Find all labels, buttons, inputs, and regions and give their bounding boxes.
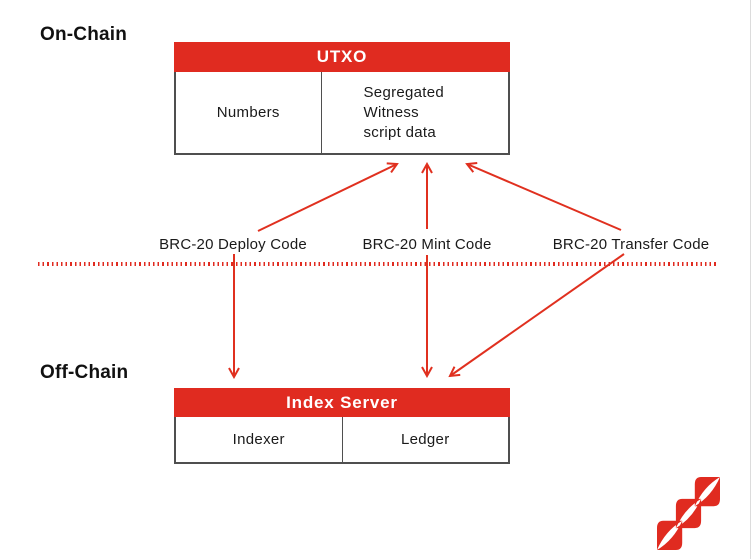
utxo-cell-numbers: Numbers xyxy=(216,104,280,121)
arrow-transfer-to-utxo xyxy=(467,164,622,231)
brand-logo-icon xyxy=(657,477,720,550)
index-server-box: Index Server Indexer Ledger xyxy=(174,388,510,464)
arrow-deploy-to-utxo xyxy=(257,164,397,232)
brc20-transfer-code-label: BRC-20 Transfer Code xyxy=(552,236,710,253)
segwit-line-2: Witness xyxy=(363,103,419,121)
utxo-box-title: UTXO xyxy=(174,42,510,72)
index-cell-indexer: Indexer xyxy=(232,431,285,448)
index-server-box-title: Index Server xyxy=(174,388,510,417)
segwit-line-1: Segregated xyxy=(363,83,445,101)
segwit-line-3: script data xyxy=(363,123,436,141)
segwit-script-data-text: Segregated Witness script data xyxy=(364,83,445,143)
on-chain-label: On-Chain xyxy=(40,24,128,45)
utxo-box: UTXO Numbers Segregated Witness script d… xyxy=(174,42,510,155)
brc20-deploy-code-label: BRC-20 Deploy Code xyxy=(159,236,307,253)
utxo-box-body: Numbers Segregated Witness script data xyxy=(174,72,510,155)
brc20-mint-code-label: BRC-20 Mint Code xyxy=(362,236,492,253)
utxo-cell-segwit: Segregated Witness script data xyxy=(320,72,509,153)
chain-boundary-dotted-line xyxy=(38,262,719,266)
screenshot-right-edge xyxy=(750,0,751,559)
index-cell-ledger: Ledger xyxy=(341,417,509,462)
index-server-box-body: Indexer Ledger xyxy=(174,417,510,464)
arrow-transfer-to-index-server xyxy=(450,253,625,376)
off-chain-label: Off-Chain xyxy=(40,362,129,383)
